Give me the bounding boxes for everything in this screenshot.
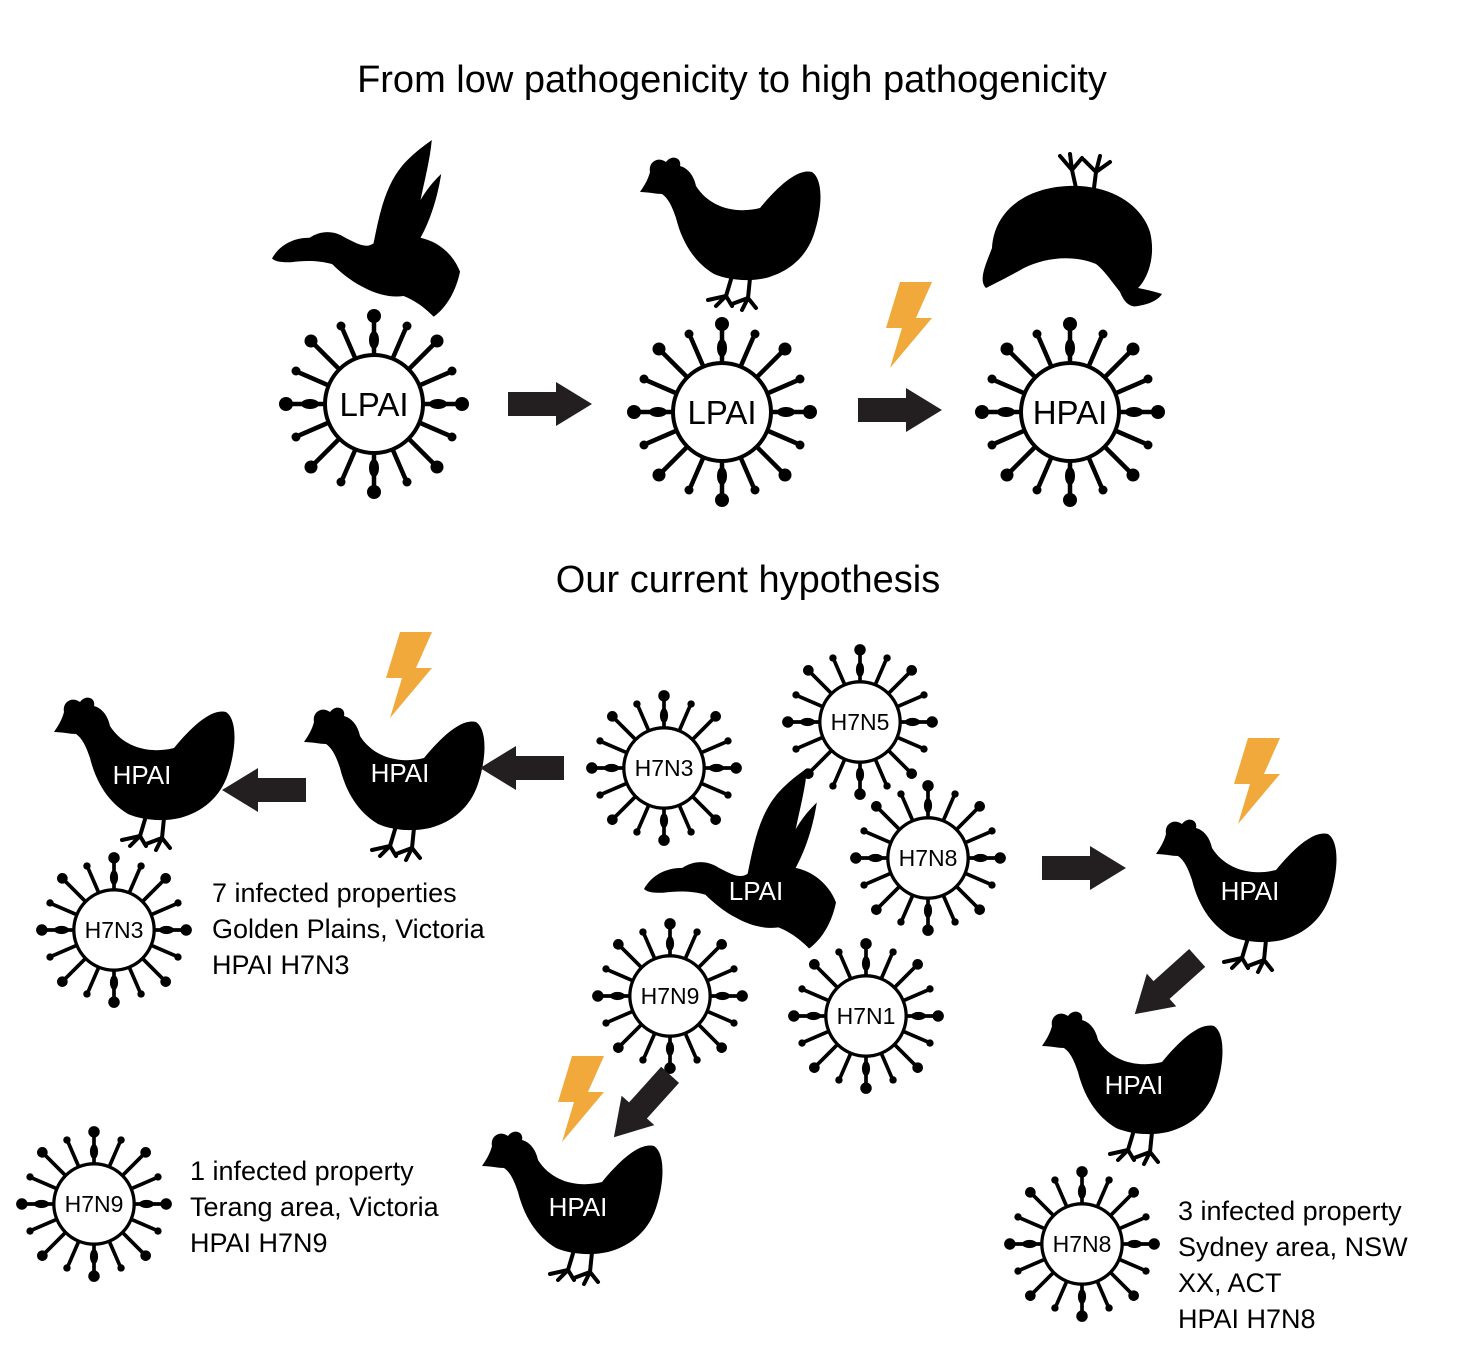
- virus-label-h7n9: H7N9: [641, 983, 700, 1009]
- lightning-icon: [1234, 738, 1280, 824]
- lightning-icon: [886, 282, 932, 368]
- note-h7n3-line3: HPAI H7N3: [212, 950, 350, 980]
- chicken-icon: [638, 155, 823, 312]
- arrow-icon: [597, 1060, 687, 1152]
- lightning-icon: [386, 632, 432, 718]
- virus-label-h7n9-result: H7N9: [65, 1191, 124, 1217]
- note-h7n8-line1: 3 infected property: [1178, 1196, 1402, 1226]
- virus-label-h7n3-result: H7N3: [85, 917, 144, 943]
- lightning-icon: [558, 1056, 604, 1142]
- arrow-icon: [508, 382, 592, 426]
- chicken-label-hpai: HPAI: [1105, 1070, 1164, 1100]
- dead-chicken-icon: [980, 152, 1164, 309]
- note-h7n9-line3: HPAI H7N9: [190, 1228, 328, 1258]
- note-h7n3-line1: 7 infected properties: [212, 878, 457, 908]
- arrow-icon: [1120, 941, 1212, 1031]
- virus-label-h7n8-result: H7N8: [1053, 1231, 1112, 1257]
- virus-label-hpai: HPAI: [1033, 394, 1108, 431]
- note-h7n3-line2: Golden Plains, Victoria: [212, 914, 486, 944]
- arrow-icon: [480, 746, 564, 790]
- chicken-label-hpai: HPAI: [1221, 876, 1280, 906]
- virus-label-h7n1: H7N1: [837, 1003, 896, 1029]
- note-h7n9-line2: Terang area, Victoria: [190, 1192, 440, 1222]
- note-h7n8-line4: HPAI H7N8: [1178, 1304, 1316, 1334]
- arrow-icon: [222, 768, 306, 812]
- duck-icon: [272, 140, 460, 317]
- virus-label-h7n3: H7N3: [635, 755, 694, 781]
- chicken-label-hpai: HPAI: [113, 760, 172, 790]
- note-h7n9-line1: 1 infected property: [190, 1156, 414, 1186]
- note-h7n8-line3: XX, ACT: [1178, 1268, 1282, 1298]
- duck-label-lpai: LPAI: [729, 876, 783, 906]
- chicken-label-hpai: HPAI: [371, 758, 430, 788]
- virus-label-lpai-2: LPAI: [687, 394, 756, 431]
- title-bottom: Our current hypothesis: [556, 559, 940, 601]
- arrow-icon: [858, 388, 942, 432]
- title-top: From low pathogenicity to high pathogeni…: [357, 59, 1107, 101]
- note-h7n8-line2: Sydney area, NSW: [1178, 1232, 1408, 1262]
- virus-label-h7n5: H7N5: [831, 709, 890, 735]
- virus-label-lpai-1: LPAI: [339, 386, 408, 423]
- virus-label-h7n8: H7N8: [899, 845, 958, 871]
- arrow-icon: [1042, 846, 1126, 890]
- chicken-label-hpai: HPAI: [549, 1192, 608, 1222]
